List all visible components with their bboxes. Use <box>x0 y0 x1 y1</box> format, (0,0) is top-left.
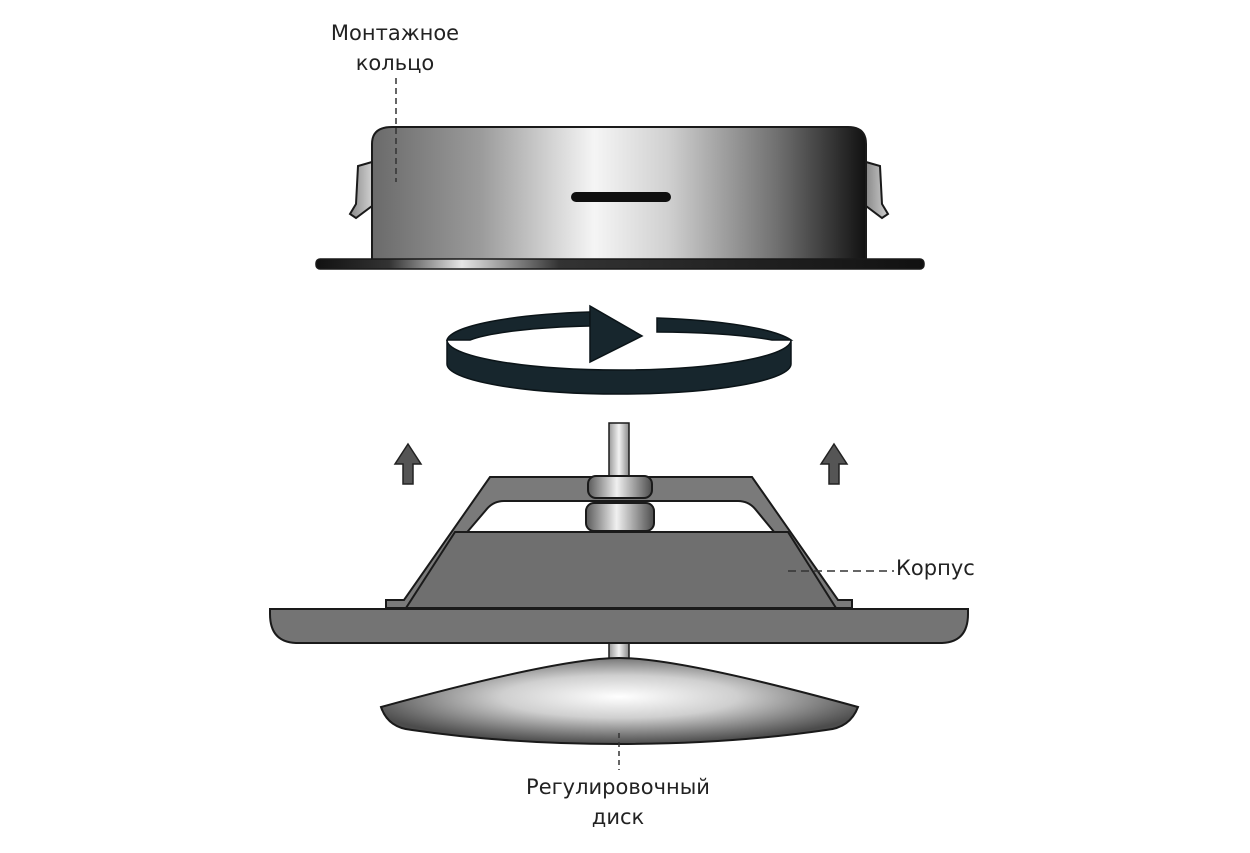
lift-arrow-right-icon <box>819 442 849 485</box>
housing-inner-block <box>404 531 838 609</box>
adjusting-disk <box>379 656 860 746</box>
lift-arrow-left-icon <box>393 442 423 485</box>
rotation-arrow-icon <box>445 304 794 395</box>
label-adjusting-disk-line-1: Регулировочный <box>526 775 710 799</box>
lock-nut-top <box>587 475 653 499</box>
label-adjusting-disk: Регулировочный диск <box>510 772 726 832</box>
housing <box>269 422 969 664</box>
label-mounting-ring-line-1: Монтажное <box>330 21 460 45</box>
right-spring-clip <box>865 160 890 220</box>
ring-flange <box>315 258 925 270</box>
label-mounting-ring-line-2: кольцо <box>355 51 435 75</box>
mounting-ring <box>315 126 925 270</box>
left-spring-clip <box>348 160 373 220</box>
ring-slot <box>571 192 671 202</box>
lock-nut-bottom <box>585 502 655 532</box>
housing-base-plate <box>269 608 969 644</box>
label-adjusting-disk-line-2: диск <box>591 805 645 829</box>
label-body: Корпус <box>896 556 975 580</box>
label-mounting-ring: Монтажное кольцо <box>300 18 490 78</box>
